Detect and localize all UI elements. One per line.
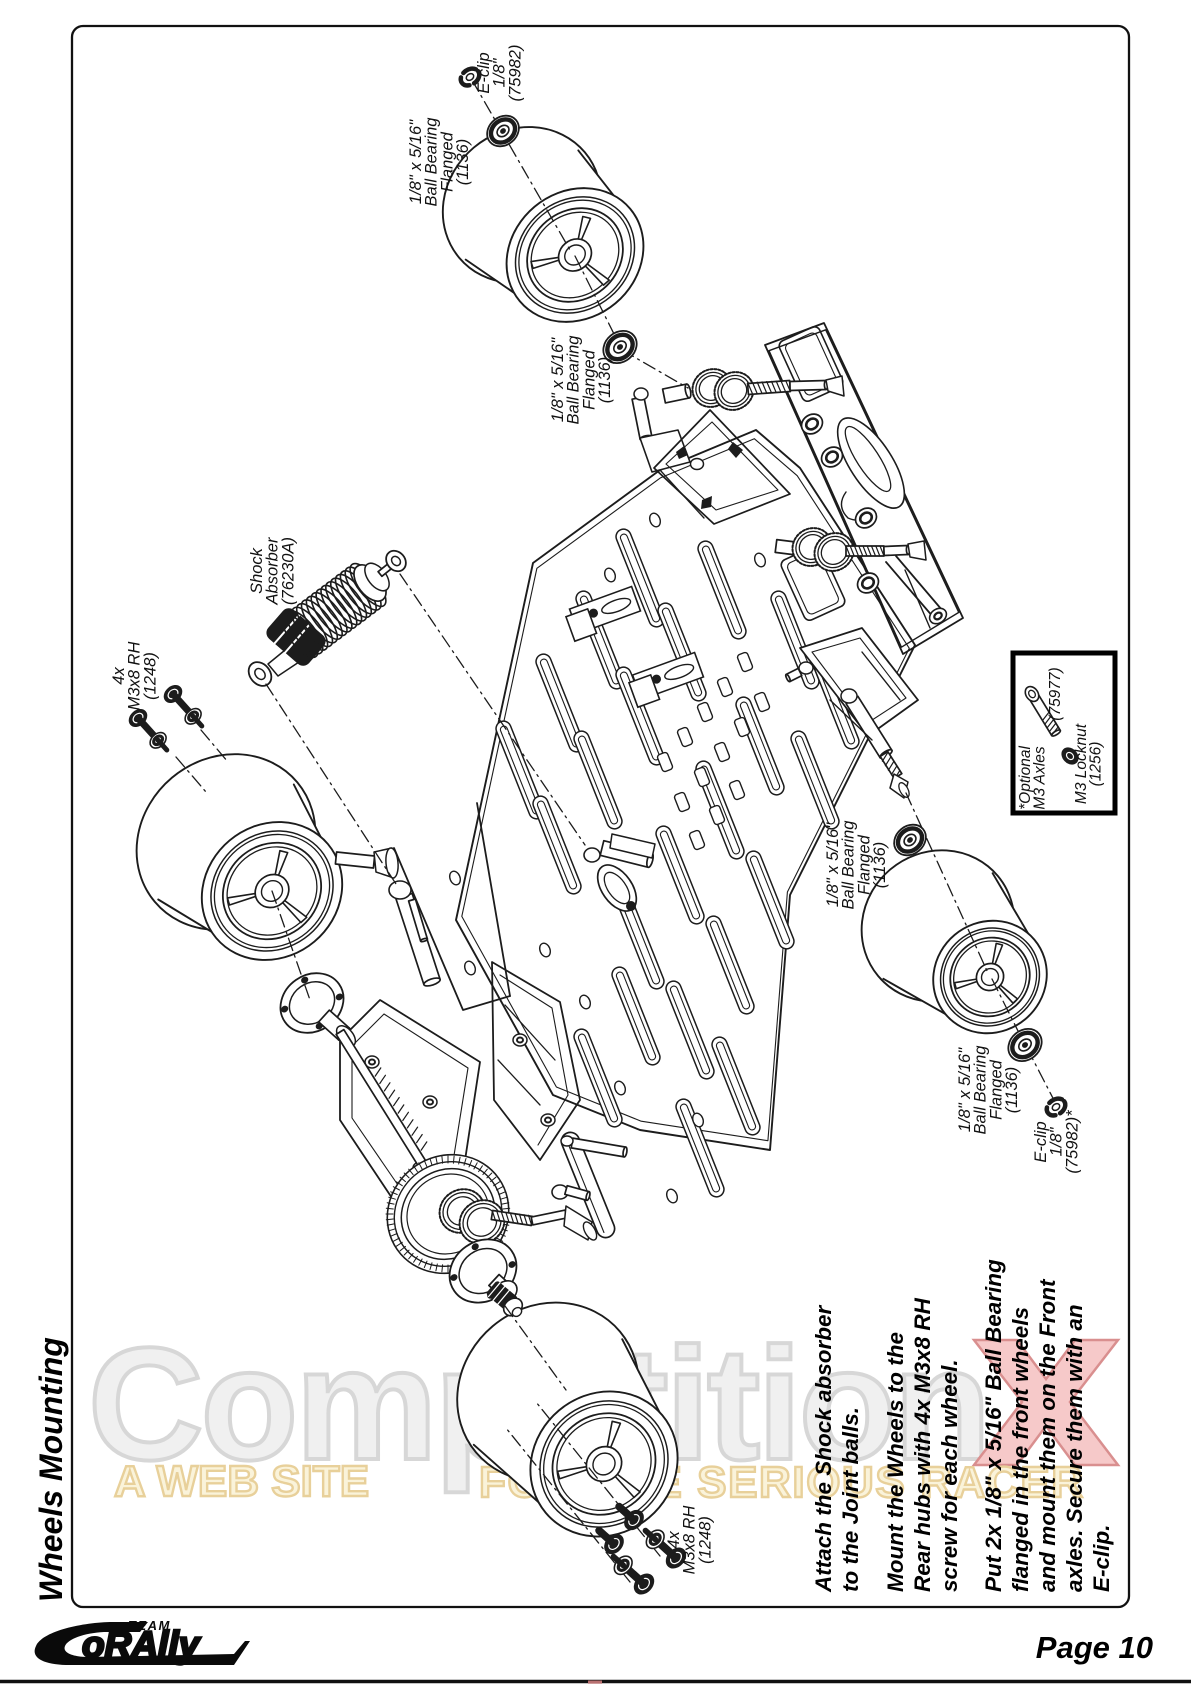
svg-text:M3x8 RH: M3x8 RH (681, 1506, 699, 1575)
svg-text:1/8" x 5/16": 1/8" x 5/16" (956, 1047, 974, 1132)
svg-text:Page 10: Page 10 (1036, 1630, 1153, 1665)
svg-text:4x: 4x (110, 667, 128, 685)
svg-text:E-clip: E-clip (1032, 1121, 1050, 1162)
svg-text:Mount the Wheels to the: Mount the Wheels to the (883, 1332, 908, 1592)
svg-text:to the Joint balls.: to the Joint balls. (838, 1407, 863, 1592)
svg-text:axles. Secure them with an: axles. Secure them with an (1062, 1304, 1087, 1592)
svg-text:TEAM: TEAM (128, 1618, 171, 1633)
svg-text:Wheels Mounting: Wheels Mounting (33, 1337, 69, 1602)
svg-text:Ball Bearing: Ball Bearing (840, 820, 858, 910)
svg-text:1/8" x 5/16": 1/8" x 5/16" (549, 337, 567, 422)
svg-text:(75977): (75977) (1047, 667, 1064, 720)
svg-text:M3x8 RH: M3x8 RH (126, 642, 144, 711)
svg-text:Attach the Shock absorber: Attach the Shock absorber (811, 1304, 836, 1593)
svg-text:(75982): (75982) (506, 45, 524, 102)
svg-text:screw for each wheel.: screw for each wheel. (937, 1359, 962, 1592)
svg-text:Flanged: Flanged (580, 349, 598, 409)
svg-text:(75982)*: (75982)* (1063, 1110, 1081, 1174)
svg-text:*Optional: *Optional (1017, 746, 1034, 810)
svg-text:(1256): (1256) (1088, 742, 1105, 787)
svg-text:1/8" x 5/16": 1/8" x 5/16" (824, 822, 842, 907)
svg-text:(76230A): (76230A) (279, 537, 297, 605)
svg-text:1/8": 1/8" (1048, 1126, 1066, 1156)
svg-text:E-clip.: E-clip. (1089, 1524, 1114, 1592)
svg-text:(1136): (1136) (454, 139, 472, 185)
svg-text:Rear hubs with 4x M3x8 RH: Rear hubs with 4x M3x8 RH (910, 1297, 935, 1592)
svg-text:Ball Bearing: Ball Bearing (972, 1045, 990, 1135)
svg-text:Shock: Shock (248, 547, 266, 594)
svg-text:A WEB SITE: A WEB SITE (114, 1457, 369, 1506)
svg-text:(1136): (1136) (871, 842, 889, 888)
svg-text:M3 Locknut: M3 Locknut (1073, 723, 1090, 804)
svg-text:Ball Bearing: Ball Bearing (423, 117, 441, 207)
svg-text:flanged in the front wheels: flanged in the front wheels (1008, 1307, 1033, 1592)
svg-text:4x: 4x (665, 1531, 683, 1549)
svg-text:E-clip: E-clip (475, 52, 493, 93)
svg-text:(1136): (1136) (596, 357, 614, 403)
svg-text:Put 2x 1/8" x 5/16" Ball Beari: Put 2x 1/8" x 5/16" Ball Bearing (981, 1259, 1006, 1592)
svg-text:M3 Axles: M3 Axles (1032, 746, 1049, 809)
svg-text:(1136): (1136) (1003, 1067, 1021, 1113)
svg-text:1/8": 1/8" (491, 57, 509, 87)
svg-text:(1248): (1248) (141, 652, 159, 700)
svg-text:Flanged: Flanged (855, 834, 873, 894)
svg-text:Ball Bearing: Ball Bearing (565, 335, 583, 425)
svg-text:Absorber: Absorber (264, 536, 282, 605)
svg-text:(1248): (1248) (696, 1516, 714, 1564)
svg-text:and mount them on the Front: and mount them on the Front (1035, 1278, 1060, 1592)
svg-text:Flanged: Flanged (987, 1059, 1005, 1119)
svg-text:Flanged: Flanged (438, 131, 456, 191)
svg-text:1/8" x 5/16": 1/8" x 5/16" (407, 119, 425, 204)
svg-text:oRAlly: oRAlly (82, 1624, 202, 1665)
